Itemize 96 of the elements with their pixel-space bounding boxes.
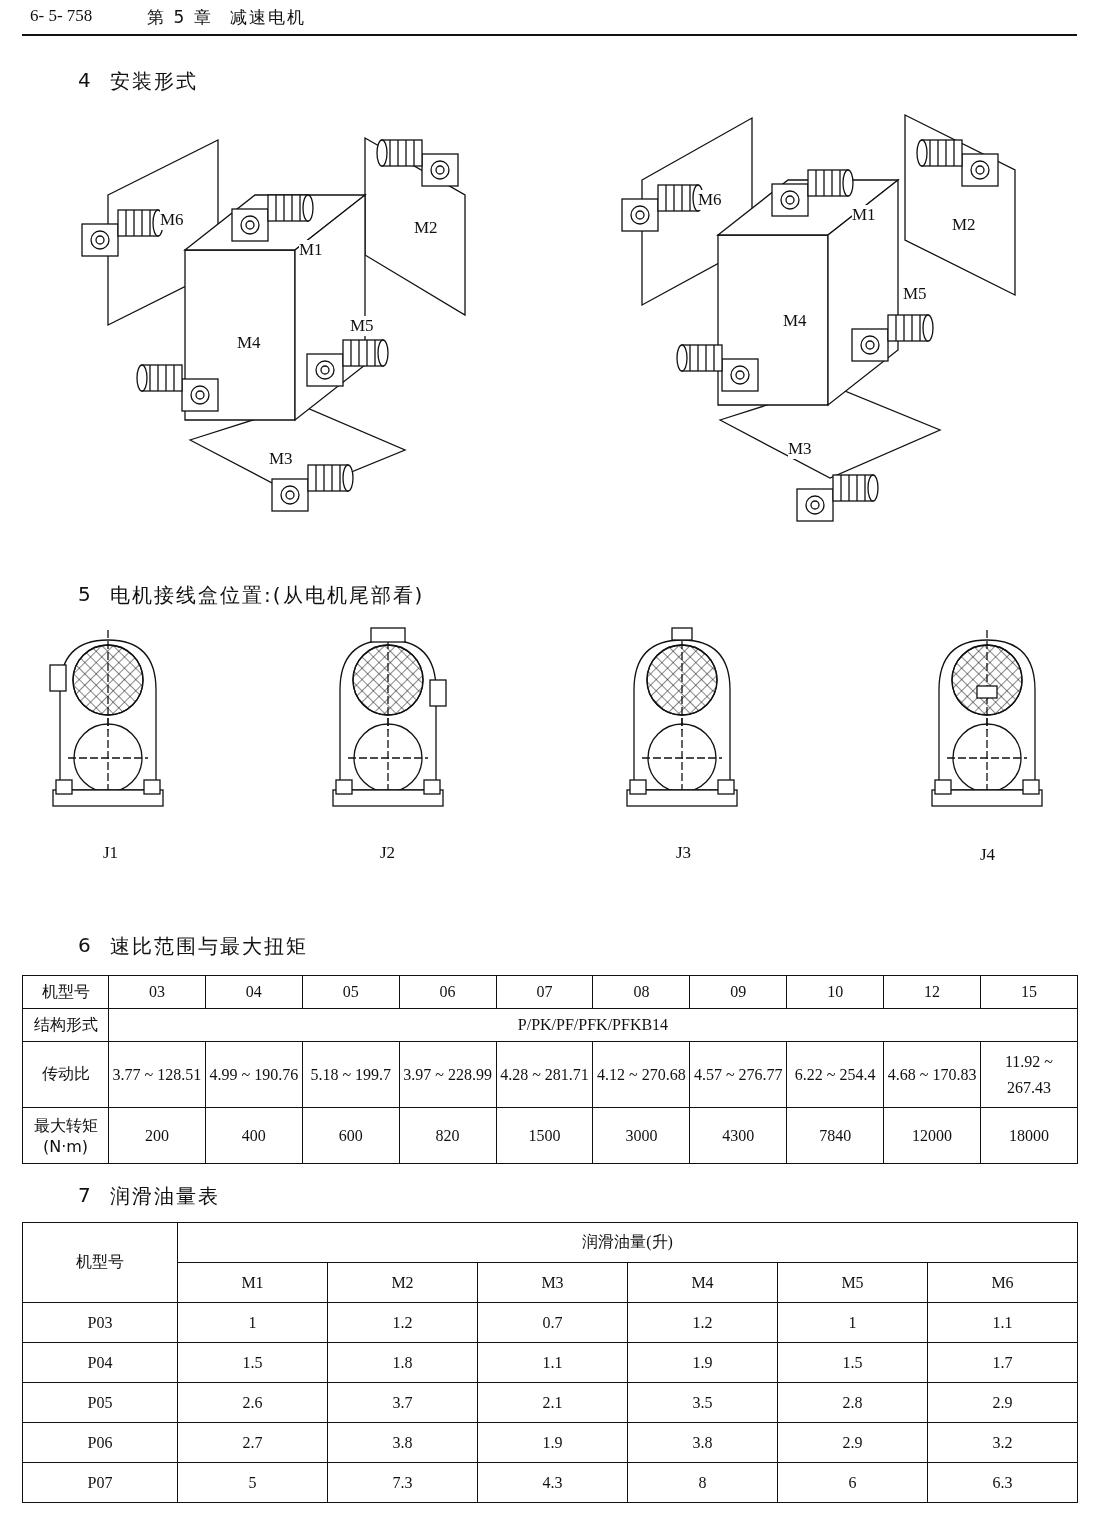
row-header: 传动比 [22,1041,109,1108]
table-cell: 6 [777,1462,928,1503]
table-cell: 4.12 ~ 270.68 [592,1041,690,1108]
row-header: P03 [22,1302,178,1343]
view-label: J2 [380,843,396,863]
column-header: 15 [980,975,1078,1009]
table-cell: 1 [777,1302,928,1343]
section-number: 6 [78,933,93,957]
table-cell: 2.6 [177,1382,328,1423]
table-cell: 7.3 [327,1462,478,1503]
column-header: M5 [777,1262,928,1303]
column-header: M6 [927,1262,1078,1303]
column-header: 润滑油量(升) [177,1222,1078,1263]
row-header: 最大转矩 (N·m) [22,1107,109,1164]
table-cell: 1 [177,1302,328,1343]
table-cell: 8 [627,1462,778,1503]
table-cell: 600 [302,1107,400,1164]
table-cell: 1.9 [627,1342,778,1383]
row-header: P07 [22,1462,178,1503]
section-number: 4 [78,68,93,92]
section-number: 5 [78,582,93,606]
table-cell: 3.77 ~ 128.51 [108,1041,206,1108]
chapter-title: 减速电机 [230,6,306,29]
table-cell: 3000 [592,1107,690,1164]
column-header: M3 [477,1262,628,1303]
table-cell: 4.99 ~ 190.76 [205,1041,303,1108]
table-cell: 6.3 [927,1462,1078,1503]
column-header: 10 [786,975,884,1009]
column-header: 07 [496,975,593,1009]
table-cell: 400 [205,1107,303,1164]
table-cell: 1.7 [927,1342,1078,1383]
table-cell: 1.8 [327,1342,478,1383]
table-cell: 2.7 [177,1422,328,1463]
row-header: 结构形式 [22,1008,109,1042]
table-cell: 0.7 [477,1302,628,1343]
table-cell: 5.18 ~ 199.7 [302,1041,400,1108]
column-header: M4 [627,1262,778,1303]
section-heading: 润滑油量表 [110,1183,220,1210]
table-cell: 1.5 [777,1342,928,1383]
table-cell: 3.8 [627,1422,778,1463]
table-cell: 1.2 [327,1302,478,1343]
column-header: 04 [205,975,303,1009]
table-cell: 1.1 [477,1342,628,1383]
table-cell: 12000 [883,1107,981,1164]
column-header: 08 [592,975,690,1009]
position-label: M5 [350,316,374,336]
table-cell: 1.9 [477,1422,628,1463]
table-cell: 200 [108,1107,206,1164]
table-cell: 1500 [496,1107,593,1164]
column-header: 05 [302,975,400,1009]
view-label: J1 [103,843,119,863]
section-heading: 速比范围与最大扭矩 [110,933,308,960]
table-cell: 5 [177,1462,328,1503]
chapter-label: 第 5 章 [147,6,213,29]
section-heading: 安装形式 [110,68,198,95]
section-heading: 电机接线盒位置:(从电机尾部看) [110,582,425,609]
table-cell: 3.97 ~ 228.99 [399,1041,497,1108]
table-cell: 820 [399,1107,497,1164]
table-cell: 1.2 [627,1302,778,1343]
column-header: 06 [399,975,497,1009]
page-number: 6- 5- 758 [30,6,93,26]
row-header: P06 [22,1422,178,1463]
table-cell: 3.8 [327,1422,478,1463]
table-cell: 1.5 [177,1342,328,1383]
table-cell: 4.68 ~ 170.83 [883,1041,981,1108]
row-header: 机型号 [22,1222,178,1303]
table-cell: 6.22 ~ 254.4 [786,1041,884,1108]
table-cell: P/PK/PF/PFK/PFKB14 [108,1008,1078,1042]
table-cell: 4.57 ~ 276.77 [689,1041,787,1108]
table-cell: 4.28 ~ 281.71 [496,1041,593,1108]
column-header: 03 [108,975,206,1009]
table-cell: 2.1 [477,1382,628,1423]
table-cell: 3.5 [627,1382,778,1423]
table-cell: 2.9 [777,1422,928,1463]
table-cell: 2.8 [777,1382,928,1423]
view-label: J3 [676,843,692,863]
table-cell: 1.1 [927,1302,1078,1343]
table-cell: 2.9 [927,1382,1078,1423]
table-cell: 3.2 [927,1422,1078,1463]
column-header: 12 [883,975,981,1009]
row-header: P04 [22,1342,178,1383]
table-cell: 7840 [786,1107,884,1164]
row-header: P05 [22,1382,178,1423]
column-header: 09 [689,975,787,1009]
table-cell: 18000 [980,1107,1078,1164]
table-cell: 4.3 [477,1462,628,1503]
table-cell: 4300 [689,1107,787,1164]
position-label: M6 [698,190,722,210]
column-header: M1 [177,1262,328,1303]
row-header: 机型号 [22,975,109,1009]
section-number: 7 [78,1183,93,1207]
column-header: M2 [327,1262,478,1303]
view-label: J4 [980,845,996,865]
position-label: M6 [160,210,184,230]
table-cell: 3.7 [327,1382,478,1423]
table-cell: 11.92 ~ 267.43 [980,1041,1078,1108]
